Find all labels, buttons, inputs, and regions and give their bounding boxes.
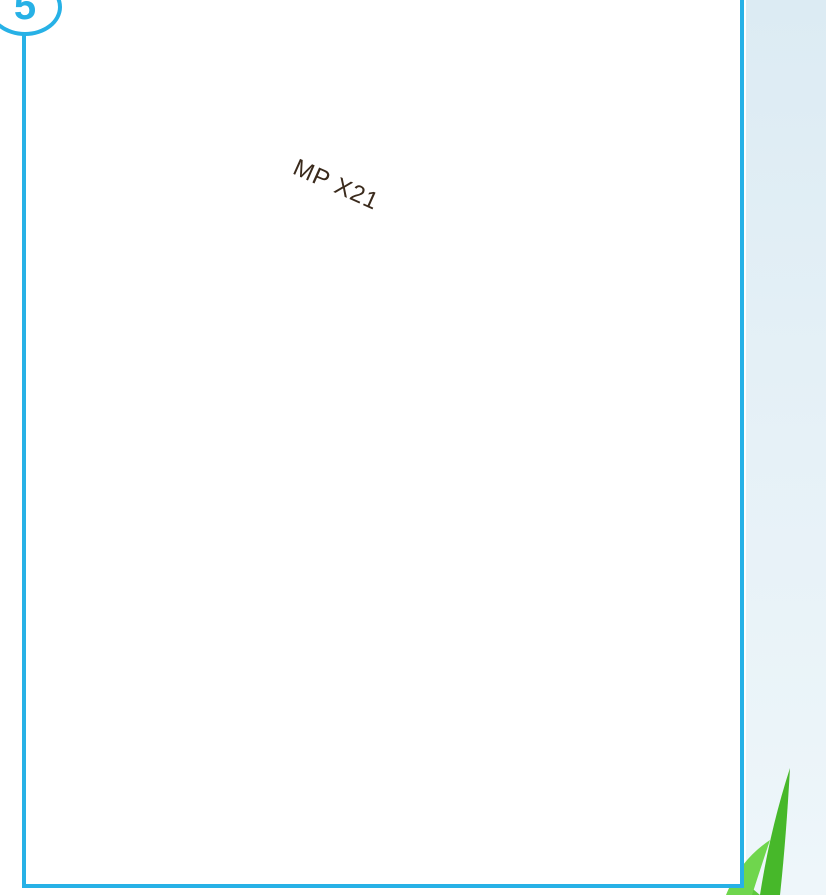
step-frame [22, 0, 744, 888]
step-number: 5 [14, 0, 36, 26]
